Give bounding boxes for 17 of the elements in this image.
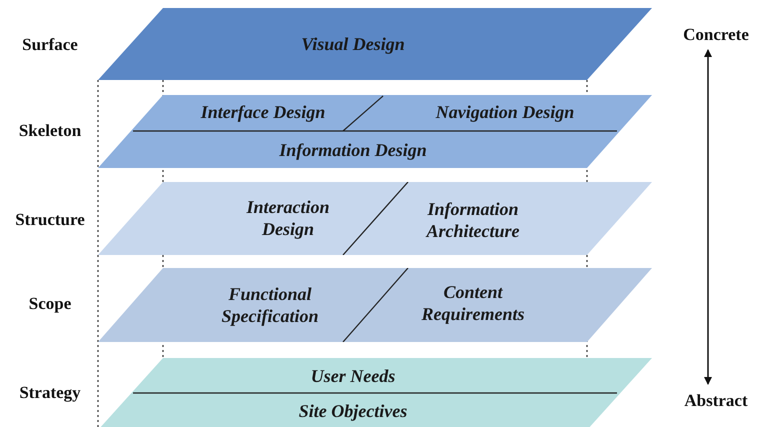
plane-label: Navigation Design bbox=[436, 101, 574, 123]
layer-name: Structure bbox=[15, 210, 85, 230]
layer-name: Scope bbox=[28, 294, 72, 314]
plane-label: User Needs bbox=[310, 365, 396, 387]
plane-label: Site Objectives bbox=[298, 400, 408, 422]
scale-label: Abstract bbox=[684, 391, 748, 411]
plane-label: Information Design bbox=[279, 139, 427, 161]
plane-label: Visual Design bbox=[301, 33, 405, 55]
plane-label: Interface Design bbox=[200, 101, 326, 123]
layer-name: Strategy bbox=[19, 383, 81, 403]
scale-label: Concrete bbox=[683, 25, 749, 45]
plane-label: Functional Specification bbox=[220, 283, 320, 327]
plane-label: Information Architecture bbox=[424, 198, 520, 242]
plane-label: Interaction Design bbox=[245, 196, 330, 240]
layer-name: Skeleton bbox=[18, 121, 82, 141]
layer-name: Surface bbox=[22, 35, 78, 55]
plane-label: Content Requirements bbox=[420, 281, 526, 325]
